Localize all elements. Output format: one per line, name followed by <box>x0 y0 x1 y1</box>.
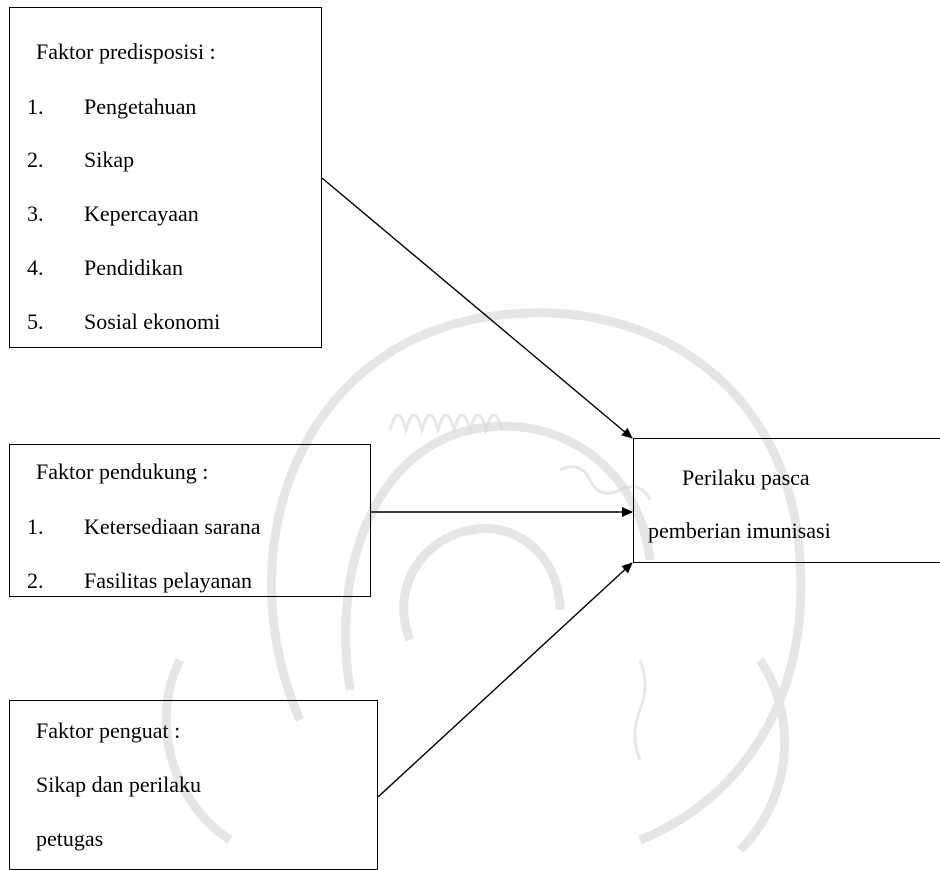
reinforcing-factors-line: petugas <box>36 826 104 851</box>
reinforcing-factors-title: Faktor penguat : <box>36 718 181 743</box>
list-item-text: Sikap <box>84 147 135 172</box>
list-item-text: Pendidikan <box>84 255 183 280</box>
list-item-number: 2. <box>27 568 44 593</box>
arrow-predisposisi-to-result <box>321 177 633 439</box>
enabling-factors-title: Faktor pendukung : <box>36 459 209 484</box>
reinforcing-factors-line: Sikap dan perilaku <box>36 772 201 797</box>
list-item-number: 1. <box>27 94 44 119</box>
predisposing-factors-box: Faktor predisposisi : 1. Pengetahuan 2. … <box>9 7 322 348</box>
list-item-number: 3. <box>27 201 44 226</box>
list-item-text: Ketersediaan sarana <box>84 514 261 539</box>
list-item-number: 4. <box>27 255 44 280</box>
list-item-number: 1. <box>27 514 44 539</box>
list-item-number: 2. <box>27 147 44 172</box>
list-item-text: Fasilitas pelayanan <box>84 568 253 593</box>
list-item-text: Kepercayaan <box>84 201 199 226</box>
outcome-line: pemberian imunisasi <box>648 518 831 543</box>
list-item-text: Sosial ekonomi <box>84 309 221 334</box>
reinforcing-factors-box: Faktor penguat : Sikap dan perilaku petu… <box>9 700 378 870</box>
arrow-penguat-to-result <box>377 562 633 798</box>
predisposing-factors-title: Faktor predisposisi : <box>36 39 216 64</box>
outcome-line: Perilaku pasca <box>682 465 810 490</box>
outcome-box: Perilaku pasca pemberian imunisasi <box>633 438 940 563</box>
enabling-factors-box: Faktor pendukung : 1. Ketersediaan saran… <box>9 444 371 597</box>
list-item-text: Pengetahuan <box>84 94 197 119</box>
list-item-number: 5. <box>27 309 44 334</box>
